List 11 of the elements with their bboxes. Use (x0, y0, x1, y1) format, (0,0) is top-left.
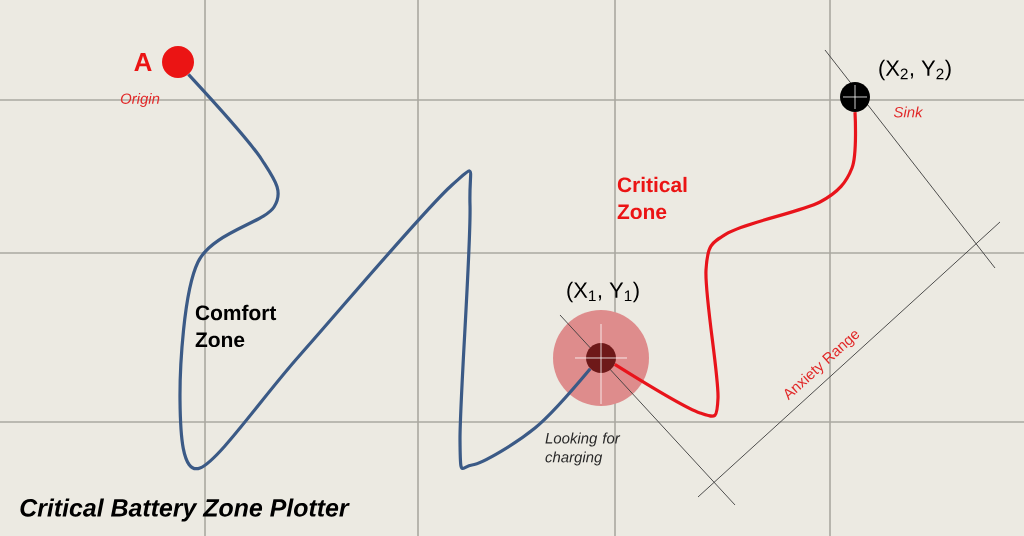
point-label: (X$_{2}$, Y$_{2}$) (879, 59, 951, 81)
point-caption: Origin (120, 93, 160, 107)
zone-label: Comfort Zone (195, 304, 277, 348)
point-label: (X$_{1}$, Y$_{1}$) (567, 281, 639, 303)
point-label: A (134, 53, 152, 71)
zone-label: Critical Zone (617, 176, 687, 220)
point-caption: Sink (893, 106, 924, 118)
zone-path (613, 112, 858, 418)
zone-path (178, 73, 592, 470)
plot-title: Critical Battery Zone Plotter (20, 498, 350, 522)
point-caption: Looking for charging (545, 432, 621, 466)
